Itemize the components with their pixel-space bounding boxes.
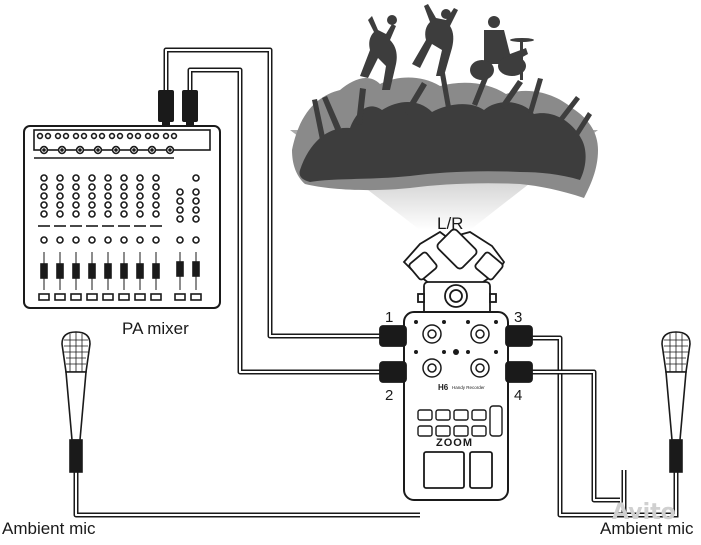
right-microphone: [661, 331, 691, 473]
input-4-label: 4: [514, 387, 523, 404]
cable-right-mic-lead-inner: [600, 470, 677, 516]
cable-mixer-to-input-1-inner: [165, 49, 380, 337]
input-1-label: 1: [385, 309, 394, 326]
left-microphone: [61, 331, 91, 473]
recorder-brand: ZOOM: [436, 437, 473, 449]
cable-right-mic-to-input-3-inner: [530, 337, 625, 516]
mixer-icon: [23, 125, 221, 309]
watermark: Avito: [612, 500, 676, 525]
recorder-model-badge: H6: [438, 383, 449, 392]
recorder-icon: [379, 228, 533, 501]
cable-mixer-to-input-2-inner: [189, 69, 380, 373]
microphone-icon: [661, 331, 691, 473]
ambient-mic-right-label: Ambient mic: [600, 519, 694, 538]
input-2-label: 2: [385, 387, 394, 404]
concert-crowd-icon: [292, 4, 598, 198]
microphone-icon: [61, 331, 91, 473]
cable-right-mic-to-input-3: [530, 335, 627, 518]
recorder-subtitle: Handy Recorder: [452, 385, 485, 390]
cable-left-mic-to-input-4-inner: [75, 371, 620, 516]
source-label: L/R: [437, 214, 464, 233]
ambient-mic-left-label: Ambient mic: [2, 519, 96, 538]
mixer-label: PA mixer: [122, 319, 189, 338]
cable-left-mic-to-input-4: [73, 369, 620, 518]
input-3-label: 3: [514, 309, 523, 326]
mixer-output-plugs: [158, 90, 198, 128]
